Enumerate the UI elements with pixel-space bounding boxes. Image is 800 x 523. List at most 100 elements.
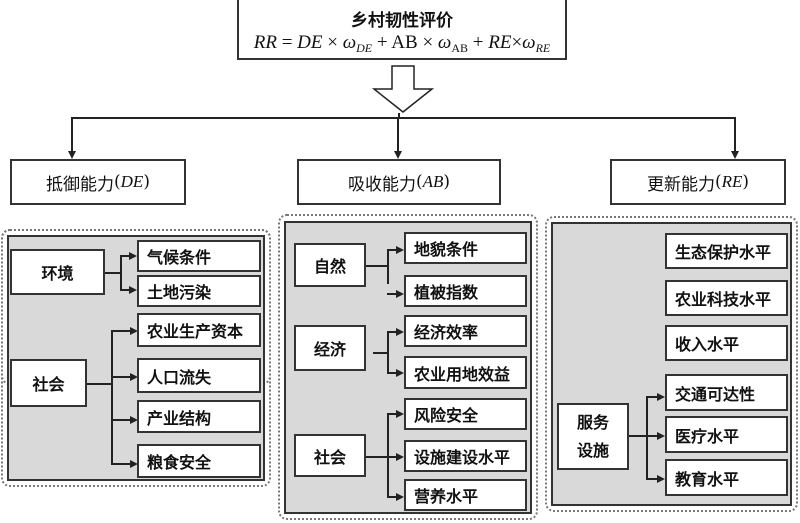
arrowhead — [396, 369, 404, 377]
connector — [646, 478, 657, 480]
connector — [120, 289, 129, 291]
connector — [366, 265, 388, 267]
connector — [387, 372, 396, 374]
de-item-industry-structure: 产业结构 — [137, 400, 261, 433]
connector — [387, 413, 389, 497]
item-label: 教育水平 — [675, 469, 740, 489]
re-group-services-label-1: 服务 — [576, 413, 609, 433]
arrowhead — [657, 432, 665, 440]
item-label: 农业用地效益 — [414, 364, 511, 384]
connector — [373, 352, 388, 354]
item-label: 粮食安全 — [147, 453, 212, 472]
connector — [120, 255, 129, 257]
formula-sub: AB — [451, 41, 469, 55]
ab-group-nature-label: 自然 — [313, 257, 346, 276]
re-outer-frame — [545, 216, 798, 512]
item-label: 收入水平 — [675, 335, 740, 354]
connector — [120, 255, 122, 290]
arrowhead — [396, 328, 404, 336]
connector — [387, 413, 396, 415]
connector — [111, 376, 130, 378]
connector — [111, 330, 113, 464]
re-item-income: 收入水平 — [665, 325, 788, 361]
dimension-re-code: RE — [721, 172, 743, 191]
arrowhead — [396, 290, 404, 298]
formula-times: × — [417, 32, 438, 53]
connector — [387, 331, 396, 333]
de-group-society-label: 社会 — [32, 375, 65, 394]
dimension-ab-code: AB — [422, 172, 444, 191]
connector-de — [71, 117, 73, 151]
item-label: 设施建设水平 — [414, 448, 511, 467]
item-label: 农业科技水平 — [675, 290, 772, 309]
arrowhead — [396, 453, 404, 461]
ab-item-risk-safety: 风险安全 — [404, 398, 527, 430]
item-label: 经济效率 — [414, 323, 479, 342]
connector — [366, 456, 396, 458]
connector — [105, 272, 120, 274]
ab-item-facility-construction: 设施建设水平 — [404, 440, 527, 472]
re-group-services: 服务 设施 — [557, 403, 629, 470]
ab-group-society-label: 社会 — [313, 447, 346, 467]
formula: RR = DE × ωDE + AB × ωAB + RE×ωRE — [239, 32, 565, 56]
item-label: 医疗水平 — [675, 426, 740, 446]
arrowhead — [129, 252, 137, 260]
ab-group-economy: 经济 — [294, 325, 366, 371]
connector-ab — [397, 117, 399, 151]
re-item-medical: 医疗水平 — [665, 416, 788, 453]
arrowhead-de — [68, 151, 76, 159]
dimension-ab: 吸收能力(AB) — [297, 159, 501, 205]
connector-stem-center — [398, 113, 400, 118]
item-label: 气候条件 — [147, 248, 212, 267]
dimension-re-label: 更新能力 — [646, 174, 715, 195]
formula-omega: ω — [342, 32, 357, 53]
connector — [111, 463, 130, 465]
ab-item-vegetation: 植被指数 — [404, 275, 527, 307]
formula-ab: AB — [391, 32, 418, 53]
arrowhead — [130, 373, 138, 381]
item-label: 土地污染 — [147, 283, 212, 302]
connector — [646, 396, 657, 398]
item-label: 营养水平 — [414, 487, 479, 506]
arrowhead — [657, 393, 665, 401]
de-group-society: 社会 — [10, 359, 87, 407]
connector — [646, 396, 648, 479]
item-label: 产业结构 — [147, 408, 212, 428]
item-label: 生态保护水平 — [675, 243, 772, 262]
connector — [387, 249, 389, 284]
connector-horizontal — [71, 117, 735, 119]
connector — [387, 496, 396, 498]
down-arrow-icon — [372, 65, 434, 113]
de-item-land-pollution: 土地污染 — [137, 275, 261, 307]
arrowhead — [130, 327, 138, 335]
ab-group-economy-label: 经济 — [313, 340, 346, 359]
connector-re — [734, 117, 736, 151]
formula-plus: + — [468, 32, 489, 53]
connector — [387, 293, 396, 295]
arrowhead — [130, 416, 138, 424]
arrowhead — [396, 493, 404, 501]
formula-re: RE — [488, 32, 512, 53]
de-group-environment-label: 环境 — [41, 264, 74, 283]
dimension-de-code: DE — [120, 172, 144, 191]
ab-group-nature: 自然 — [294, 243, 366, 287]
formula-de: DE — [297, 32, 323, 53]
arrowhead — [130, 460, 138, 468]
dimension-de: 抵御能力(DE) — [10, 159, 186, 205]
formula-plus: + — [372, 32, 392, 53]
de-item-climate: 气候条件 — [137, 240, 261, 272]
formula-rr: RR — [253, 32, 277, 53]
diagram-title: 乡村韧性评价 — [351, 11, 453, 31]
dimension-de-label: 抵御能力 — [46, 174, 115, 195]
re-item-transport: 交通可达性 — [665, 374, 788, 411]
formula-omega: ω — [522, 32, 536, 53]
dimension-re: 更新能力(RE) — [610, 159, 786, 205]
re-item-eco-protection: 生态保护水平 — [665, 233, 788, 269]
formula-sub: DE — [356, 41, 373, 55]
arrowhead — [396, 246, 404, 254]
ab-outer-frame — [278, 214, 538, 520]
arrowhead — [396, 410, 404, 418]
connector — [111, 419, 130, 421]
formula-times: × — [322, 32, 343, 53]
item-label: 植被指数 — [414, 283, 479, 302]
